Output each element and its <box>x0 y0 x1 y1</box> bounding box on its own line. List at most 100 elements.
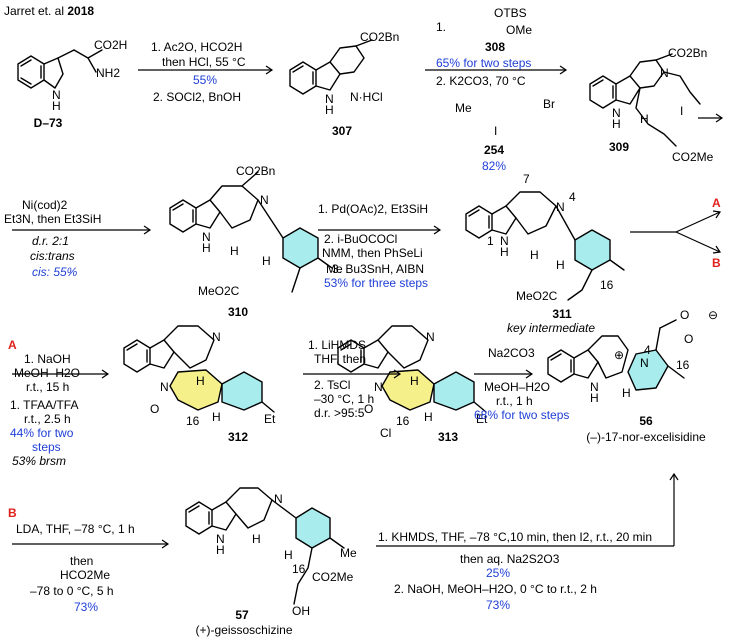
atom-h2-312: H <box>212 410 221 424</box>
atom-otbs-308: OTBS <box>494 6 527 20</box>
atom-plus-56: ⊕ <box>614 348 625 362</box>
atom-label-16-56: 16 <box>676 358 690 372</box>
routeA-step1-yield-2: steps <box>32 440 61 454</box>
atom-label-16-311: 16 <box>600 278 614 292</box>
step4-reagent-4: 3. Bu3SnH, AIBN <box>332 262 425 276</box>
atom-h2-313: H <box>424 410 433 424</box>
routeB-step2-reagent-3: 2. NaOH, MeOH–H2O, 0 °C to r.t., 2 h <box>394 582 597 596</box>
step4-reagent-2: 2. i-BuOCOCl <box>324 232 398 246</box>
route-a-label: A <box>8 338 17 352</box>
routeA-step2-reagent-5: d.r. >95:5 <box>314 406 365 420</box>
atom-h3-311: H <box>556 258 565 272</box>
atom-br-254: Br <box>543 97 555 111</box>
atom-n-57: N <box>274 492 283 506</box>
step2-number-1: 1. <box>436 20 447 34</box>
routeB-step1-reagent-1: LDA, THF, –78 °C, 1 h <box>16 522 135 536</box>
atom-meo2c-311: MeO2C <box>516 289 558 303</box>
atom-nh2-73: NH2 <box>96 66 121 80</box>
citation-year: 2018 <box>67 4 95 18</box>
citation: Jarret et. al 2018 <box>4 4 94 18</box>
branch-label-a: A <box>712 196 721 210</box>
routeA-step3-reagent-2: MeOH–H2O <box>484 380 551 394</box>
compound-label-308: 308 <box>484 40 506 54</box>
atom-label-16-313: 16 <box>396 414 410 428</box>
atom-h-73: H <box>52 99 61 113</box>
routeA-step2-reagent-2: THF, then <box>314 352 367 366</box>
routeB-step2-yield-1: 25% <box>486 566 511 580</box>
atom-h-310: H <box>202 241 211 255</box>
atom-n-310: N <box>260 193 269 207</box>
step2-yield-2: 82% <box>481 159 507 173</box>
atom-n-312: N <box>212 330 221 344</box>
routeB-step2-reagent-2: then aq. Na2S2O3 <box>460 552 560 566</box>
step4-reagent-3: NMM, then PhSeLi <box>322 246 423 260</box>
structure-56 <box>547 319 685 391</box>
atom-label-7-311: 7 <box>523 172 530 186</box>
compound-label-309: 309 <box>608 140 630 154</box>
atom-me-254: Me <box>455 101 472 115</box>
reaction-arrows <box>12 65 724 549</box>
step3-reagent-2: Et3N, then Et3SiH <box>4 212 102 226</box>
routeB-step1-yield: 73% <box>74 600 99 614</box>
key-intermediate-note: key intermediate <box>506 321 596 335</box>
atom-me-310: Me <box>326 262 343 276</box>
geissoschizine-name: (+)-geissoschizine <box>195 623 293 637</box>
atom-h3-310: H <box>262 254 271 268</box>
routeA-step1-reagent-1: 1. NaOH <box>24 352 71 366</box>
atom-ome-308: OMe <box>506 23 533 37</box>
step2-reagent-2: 2. K2CO3, 70 °C <box>436 74 526 88</box>
atom-h-313: H <box>410 374 419 388</box>
step4-reagent-1: 1. Pd(OAc)2, Et3SiH <box>318 202 429 216</box>
atom-co2me-57: CO2Me <box>312 570 354 584</box>
compound-label-73: D–73 <box>33 116 63 130</box>
atom-label-16-57: 16 <box>292 562 306 576</box>
routeA-step3-reagent-1: Na2CO3 <box>488 346 535 360</box>
step3-cis-yield: cis: 55% <box>32 265 78 279</box>
compound-label-311: 311 <box>552 307 572 321</box>
routeB-step1-reagent-2: then <box>70 554 94 568</box>
atom-h2-56: H <box>622 386 631 400</box>
atom-me-57: Me <box>340 546 357 560</box>
compound-label-312: 312 <box>227 430 249 444</box>
atom-h-312: H <box>196 374 205 388</box>
step1-reagent-1: 1. Ac2O, HCO2H <box>151 40 243 54</box>
atom-nh-311: N <box>500 234 509 248</box>
atom-meo2c-310: MeO2C <box>198 284 240 298</box>
routeA-step2-reagent-1: 1. LiHMDS <box>308 338 367 352</box>
atom-co2me-309: CO2Me <box>672 150 714 164</box>
branch-label-b: B <box>712 256 721 270</box>
atom-et-312: Et <box>264 412 276 426</box>
routeA-step1-reagent-5: r.t., 2.5 h <box>24 412 71 426</box>
atom-i-309: I <box>680 104 684 118</box>
compound-label-310: 310 <box>227 305 249 319</box>
step4-yield: 53% for three steps <box>324 276 429 290</box>
step1-reagent-3: 2. SOCl2, BnOH <box>153 90 242 104</box>
routeA-step2-reagent-3: 2. TsCl <box>314 378 351 392</box>
atom-n2-312: N <box>160 380 169 394</box>
atom-o-56: O <box>680 308 690 322</box>
routeB-step1-reagent-3: HCO2Me <box>60 568 111 582</box>
structure-311 <box>465 191 625 301</box>
step3-dr: d.r. 2:1 <box>32 234 69 248</box>
atom-n-309: N <box>660 66 669 80</box>
structure-73 <box>17 49 103 89</box>
atom-minus-56: ⊖ <box>708 308 719 322</box>
routeB-step2-reagent-1: 1. KHMDS, THF, –78 °C,10 min, then I2, r… <box>378 530 653 544</box>
atom-label-4-311: 4 <box>569 190 576 204</box>
structure-309 <box>589 53 701 147</box>
atom-h2-310: H <box>230 244 239 258</box>
atom-n-311: N <box>556 200 565 214</box>
step3-cistrans: cis:trans <box>30 249 75 263</box>
atom-n-307: N <box>325 92 334 106</box>
atom-h-56: H <box>590 391 599 405</box>
routeA-step1-reagent-2: MeOH–H2O <box>14 366 81 380</box>
atom-h-307: H <box>325 103 334 117</box>
route-b-label: B <box>8 506 17 520</box>
routeA-step3-yield: 68% for two steps <box>474 408 570 422</box>
step2-yield-1: 65% for two steps <box>436 56 532 70</box>
compound-label-254: 254 <box>483 143 505 157</box>
routeA-step2-reagent-4: –30 °C, 1 h <box>314 392 375 406</box>
atom-h-311: H <box>500 245 509 259</box>
step1-yield: 55% <box>193 73 218 87</box>
